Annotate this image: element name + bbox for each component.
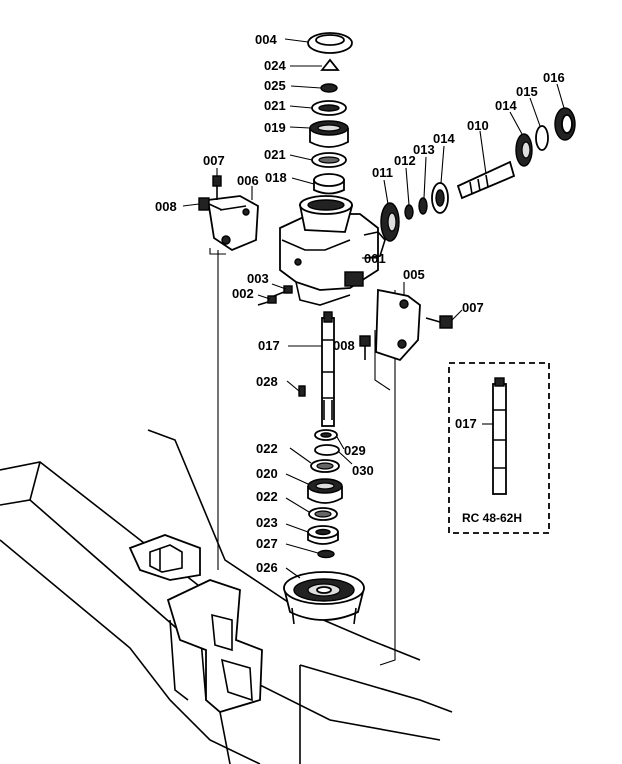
bearing-014-right (515, 133, 533, 167)
label-030: 030 (352, 463, 374, 478)
washer-012 (404, 204, 414, 220)
bearing-019 (309, 120, 349, 148)
label-007-right: 007 (462, 300, 484, 315)
output-shaft-017 (321, 311, 335, 427)
label-019: 019 (264, 120, 286, 135)
bracket-005 (375, 288, 421, 362)
seal-016 (554, 107, 576, 141)
leader-lines (182, 38, 565, 579)
label-024: 024 (264, 58, 286, 73)
bearing-014-left (431, 182, 449, 214)
label-004: 004 (255, 32, 277, 47)
bracket-006 (206, 195, 259, 252)
top-nut-024 (320, 58, 340, 71)
washer-013 (418, 197, 428, 215)
label-021-upper: 021 (264, 98, 286, 113)
ring-015 (535, 125, 549, 151)
label-013: 013 (413, 142, 435, 157)
label-025: 025 (264, 78, 286, 93)
label-028: 028 (256, 374, 278, 389)
blade-hub-026 (283, 571, 365, 625)
label-018: 018 (265, 170, 287, 185)
label-010: 010 (467, 118, 489, 133)
bearing-020 (307, 478, 343, 504)
label-020: 020 (256, 466, 278, 481)
label-inset-017: 017 (455, 416, 477, 431)
label-015: 015 (516, 84, 538, 99)
label-022-lower: 022 (256, 489, 278, 504)
ring-022-upper (310, 459, 340, 473)
label-007-left: 007 (203, 153, 225, 168)
label-029: 029 (344, 443, 366, 458)
label-008-left: 008 (155, 199, 177, 214)
label-016: 016 (543, 70, 565, 85)
inset-shaft-017 (492, 377, 507, 495)
label-012: 012 (394, 153, 416, 168)
label-008-right: 008 (333, 338, 355, 353)
ring-030 (314, 444, 340, 456)
bolt-007-right (425, 315, 453, 329)
label-003: 003 (247, 271, 269, 286)
spacer-018 (313, 173, 345, 195)
bolt-007-left (212, 175, 222, 200)
label-011: 011 (372, 165, 393, 180)
label-001: 001 (364, 251, 386, 266)
label-006: 006 (237, 173, 259, 188)
label-002: 002 (232, 286, 254, 301)
top-cap-seal-004 (307, 32, 353, 54)
inset-box (448, 362, 550, 534)
gear-011 (380, 202, 400, 242)
label-005: 005 (403, 267, 425, 282)
ring-029 (314, 429, 338, 441)
washer-027 (317, 549, 335, 559)
input-shaft-010 (456, 160, 516, 200)
label-021-lower: 021 (264, 147, 286, 162)
washer-025 (320, 83, 338, 93)
label-014-right: 014 (495, 98, 517, 113)
label-027: 027 (256, 536, 278, 551)
part-labels: 004 024 025 021 019 021 018 007 006 008 … (155, 32, 565, 575)
ring-021-lower (311, 152, 347, 168)
label-022-upper: 022 (256, 441, 278, 456)
label-017: 017 (258, 338, 280, 353)
label-023: 023 (256, 515, 278, 530)
gearbox-housing (279, 195, 386, 306)
label-026: 026 (256, 560, 278, 575)
screw-002 (257, 295, 277, 306)
key-028 (298, 385, 306, 397)
label-014-left: 014 (433, 131, 455, 146)
seal-023 (307, 525, 339, 545)
label-inset-model: RC 48-62H (462, 511, 522, 525)
mower-deck-frame (0, 248, 453, 764)
bolt-008-right (359, 335, 371, 360)
ring-021-upper (311, 100, 347, 116)
ring-022-lower (308, 507, 338, 521)
